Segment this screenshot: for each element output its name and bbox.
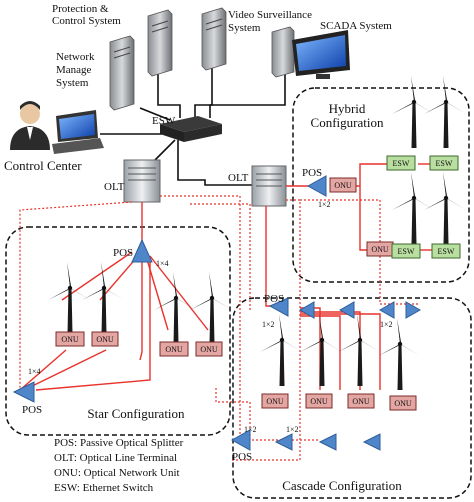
splitter-hybrid — [306, 175, 327, 197]
onu-box: ONU — [366, 241, 394, 257]
splitter-cascade-right — [405, 301, 422, 319]
ratio-label-hybrid: 1×2 — [318, 200, 331, 209]
svg-text:ONU: ONU — [352, 397, 370, 406]
pos-label-star-left: POS — [22, 404, 42, 416]
ratio-label-cascade-bottom-2: 1×2 — [286, 425, 299, 434]
scada-label: SCADA System — [320, 20, 392, 32]
olt-right — [251, 165, 287, 207]
legend-item: POS: Passive Optical Splitter — [54, 437, 184, 449]
splitter-star-main — [131, 238, 153, 263]
network-manage-server — [109, 35, 135, 111]
olt-label-right: OLT — [228, 172, 249, 184]
legend: POS: Passive Optical Splitter OLT: Optic… — [54, 437, 184, 494]
splitter-cascade — [298, 301, 315, 319]
video-label-2: System — [228, 22, 261, 34]
onu-box: ONU — [347, 393, 375, 409]
splitter-cascade-bottom — [230, 429, 251, 451]
cascade-title: Cascade Configuration — [282, 478, 402, 493]
splitter-cascade — [378, 301, 395, 319]
network-label-3: System — [56, 77, 89, 89]
ratio-label-cascade-bottom: 1×2 — [244, 425, 257, 434]
pos-label-hybrid: POS — [302, 167, 322, 179]
onu-box: ONU — [389, 395, 417, 411]
svg-text:ONU: ONU — [266, 397, 284, 406]
ratio-label-star: 1×4 — [156, 259, 169, 268]
legend-item: OLT: Optical Line Terminal — [54, 452, 177, 464]
svg-text:ESW: ESW — [393, 159, 410, 168]
splitter-cascade-top — [268, 297, 289, 317]
esw-box: ESW — [429, 155, 459, 171]
star-title: Star Configuration — [87, 406, 185, 421]
hybrid-region — [292, 87, 470, 283]
fiber-links — [19, 163, 432, 393]
hybrid-title-2: Configuration — [311, 115, 384, 130]
olt-label-left: OLT — [104, 181, 125, 193]
scada-workstation — [271, 26, 350, 79]
esw-box: ESW — [386, 155, 416, 171]
esw-box: ESW — [431, 243, 461, 259]
protection-label-2: Control System — [52, 15, 121, 27]
splitter-cascade — [274, 433, 293, 451]
onu-box: ONU — [195, 341, 223, 357]
svg-text:ONU: ONU — [200, 345, 218, 354]
ethernet-switch — [160, 116, 222, 142]
network-label-2: Manage — [56, 64, 92, 76]
svg-text:ONU: ONU — [165, 345, 183, 354]
onu-box: ONU — [159, 341, 189, 357]
ratio-label-cascade-top: 1×2 — [262, 320, 275, 329]
onu-box: ONU — [55, 331, 85, 347]
network-label-1: Network — [56, 51, 95, 63]
onu-units: ONU ONU ONU ONU ONU ONU ONU ONU ONU ONU — [55, 177, 417, 411]
video-surveillance-server — [201, 7, 227, 71]
esw-units: ESW ESW ESW ESW — [386, 155, 461, 259]
svg-text:ONU: ONU — [371, 245, 389, 254]
olt-left — [123, 159, 161, 203]
video-label-1: Video Surveillance — [228, 9, 312, 21]
onu-box: ONU — [261, 393, 289, 409]
svg-text:ONU: ONU — [310, 397, 328, 406]
splitter-star-left — [12, 381, 35, 403]
esw-label: ESW — [152, 115, 176, 127]
ratio-label-star-left: 1×4 — [28, 367, 41, 376]
onu-box: ONU — [305, 393, 333, 409]
star-region — [5, 226, 231, 436]
protection-control-server — [147, 9, 173, 77]
svg-text:ESW: ESW — [438, 247, 455, 256]
svg-text:ESW: ESW — [398, 247, 415, 256]
pos-label-cascade-bottom: POS — [232, 451, 252, 463]
hybrid-title-1: Hybrid — [329, 101, 366, 116]
ratio-label-cascade-right: 1×2 — [380, 320, 393, 329]
pos-label-cascade-top: POS — [264, 293, 284, 305]
svg-text:ESW: ESW — [436, 159, 453, 168]
control-center-icon — [10, 101, 104, 154]
cascade-region — [232, 297, 472, 499]
svg-text:ONU: ONU — [334, 181, 352, 190]
protection-label-1: Protection & — [52, 3, 109, 15]
splitters — [12, 175, 422, 451]
svg-text:ONU: ONU — [96, 335, 114, 344]
legend-item: ESW: Ethernet Switch — [54, 482, 154, 494]
onu-box: ONU — [91, 331, 119, 347]
splitter-cascade — [318, 433, 337, 451]
pos-label-star: POS — [113, 247, 133, 259]
splitter-cascade — [362, 433, 381, 451]
svg-text:ONU: ONU — [61, 335, 79, 344]
esw-box: ESW — [391, 243, 421, 259]
legend-item: ONU: Optical Network Unit — [54, 467, 180, 479]
onu-box: ONU — [329, 177, 357, 193]
svg-text:ONU: ONU — [394, 399, 412, 408]
splitter-cascade — [338, 301, 355, 319]
control-center-label: Control Center — [4, 158, 82, 173]
